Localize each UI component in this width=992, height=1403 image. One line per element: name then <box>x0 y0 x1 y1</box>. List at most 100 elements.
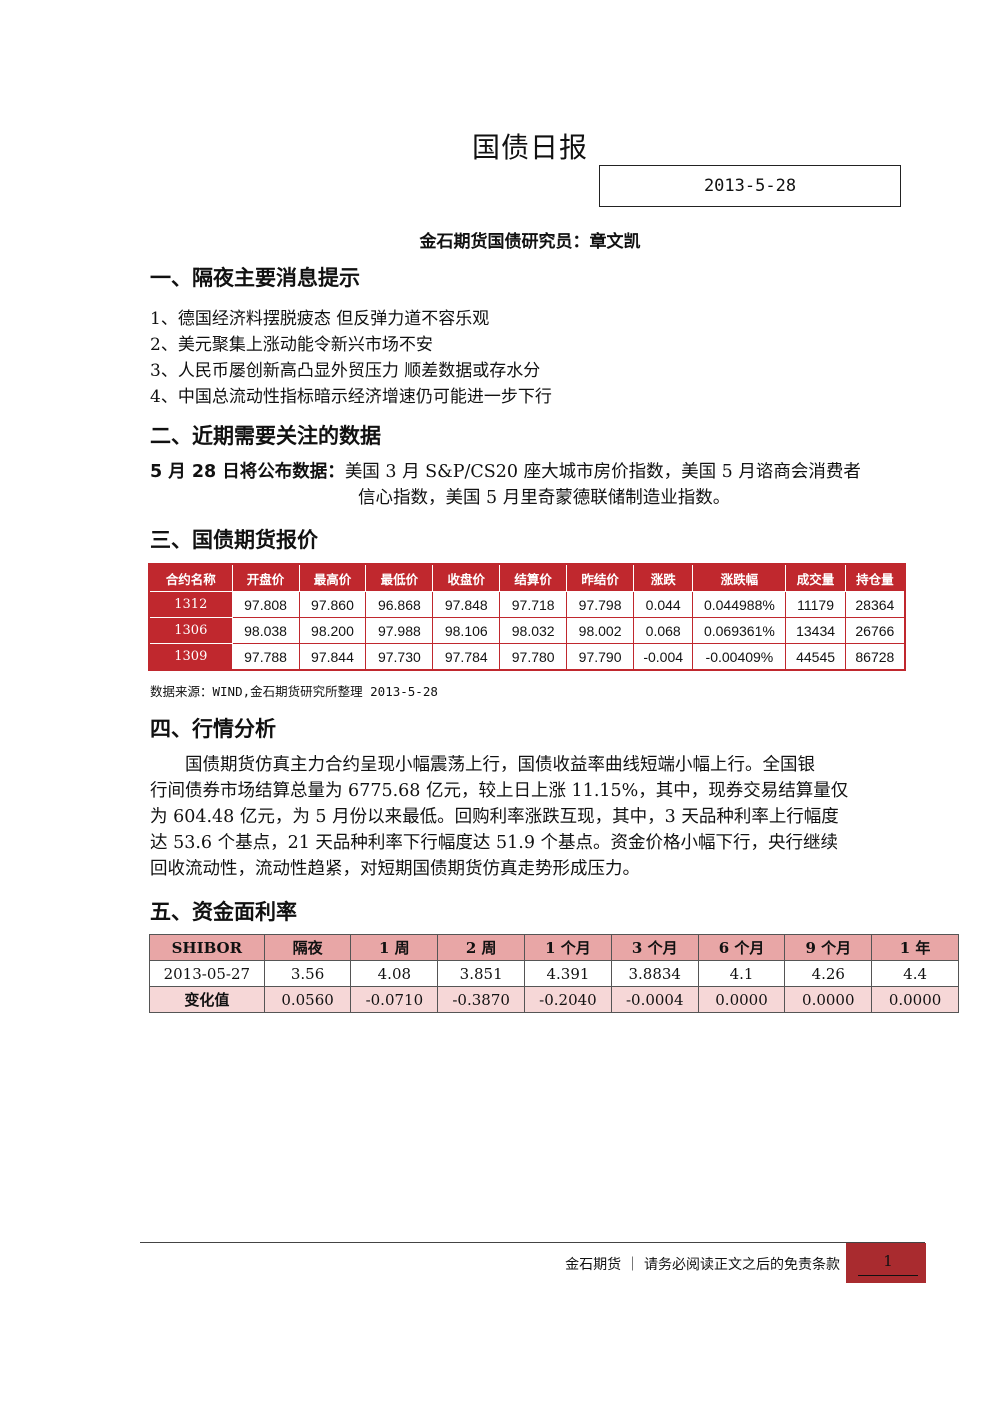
shibor-rate-table: SHIBOR 隔夜 1 周 2 周 1 个月 3 个月 6 个月 9 个月 1 … <box>149 934 959 1013</box>
futures-col-header: 持仓量 <box>844 563 906 592</box>
rates-col-header: 隔夜 <box>263 934 352 961</box>
page-number-underline <box>858 1275 918 1276</box>
footer-disclaimer: 金石期货 ｜ 请务必阅读正文之后的免责条款 <box>565 1257 840 1273</box>
table-cell: 97.784 <box>432 643 501 671</box>
table-cell: -0.00409% <box>692 643 787 671</box>
table-cell: 4.08 <box>350 960 439 987</box>
data-source-note: 数据来源：WIND,金石期货研究所整理 2013-5-28 <box>150 684 438 699</box>
upcoming-data-lead: 5 月 28 日将公布数据： <box>150 462 345 482</box>
page-number: 1 <box>883 1252 893 1270</box>
futures-col-header: 涨跌 <box>633 563 694 592</box>
table-cell: 44545 <box>785 643 846 671</box>
table-cell: -0.004 <box>633 643 694 671</box>
table-cell: 3.851 <box>437 960 526 987</box>
rates-col-header: 1 年 <box>871 934 959 961</box>
table-row: 变化值 0.0560 -0.0710 -0.3870 -0.2040 -0.00… <box>149 986 959 1013</box>
table-row: 1312 97.808 97.860 96.868 97.848 97.718 … <box>148 591 906 618</box>
futures-col-header: 开盘价 <box>231 563 300 592</box>
upcoming-data-line2: 信心指数，美国 5 月里奇蒙德联储制造业指数。 <box>358 488 731 508</box>
rates-col-header: 1 周 <box>350 934 439 961</box>
table-cell: 97.848 <box>432 591 501 618</box>
table-cell: 97.730 <box>365 643 434 671</box>
futures-col-header: 最高价 <box>298 563 367 592</box>
news-item: 4、中国总流动性指标暗示经济增速仍可能进一步下行 <box>150 387 552 407</box>
table-cell: 98.106 <box>432 617 501 644</box>
page-title: 国债日报 <box>471 131 588 164</box>
rates-col-header: 2 周 <box>437 934 526 961</box>
rates-col-header: 9 个月 <box>784 934 873 961</box>
futures-quote-table: 合约名称 开盘价 最高价 最低价 收盘价 结算价 昨结价 涨跌 涨跌幅 成交量 … <box>148 563 906 671</box>
table-cell: 97.788 <box>231 643 300 671</box>
futures-header-row: 合约名称 开盘价 最高价 最低价 收盘价 结算价 昨结价 涨跌 涨跌幅 成交量 … <box>148 563 906 592</box>
analysis-line: 行间债券市场结算总量为 6775.68 亿元，较上日上涨 11.15%，其中，现… <box>150 781 849 801</box>
table-row: 1309 97.788 97.844 97.730 97.784 97.780 … <box>148 643 906 671</box>
analysis-line: 国债期货仿真主力合约呈现小幅震荡上行，国债收益率曲线短端小幅上行。全国银 <box>150 755 815 775</box>
page-number-box <box>846 1243 926 1283</box>
rates-col-header: SHIBOR <box>149 934 265 961</box>
table-cell: 97.780 <box>499 643 568 671</box>
table-cell: 0.044 <box>633 591 694 618</box>
rates-col-header: 6 个月 <box>697 934 786 961</box>
news-item: 2、美元聚集上涨动能令新兴市场不安 <box>150 335 433 355</box>
futures-col-header: 结算价 <box>499 563 568 592</box>
futures-col-header: 涨跌幅 <box>692 563 787 592</box>
contract-cell: 1309 <box>148 643 233 671</box>
table-cell: 0.069361% <box>692 617 787 644</box>
table-cell: 98.200 <box>298 617 367 644</box>
futures-col-header: 昨结价 <box>566 563 635 592</box>
table-cell: 4.26 <box>784 960 873 987</box>
futures-col-header: 最低价 <box>365 563 434 592</box>
table-cell: 97.798 <box>566 591 635 618</box>
table-cell: 3.8834 <box>610 960 699 987</box>
table-cell: 96.868 <box>365 591 434 618</box>
table-cell: 3.56 <box>263 960 352 987</box>
section-heading-analysis: 四、行情分析 <box>150 717 276 741</box>
table-cell: 86728 <box>844 643 906 671</box>
table-cell: 26766 <box>844 617 906 644</box>
rates-col-header: 3 个月 <box>610 934 699 961</box>
table-cell: 97.988 <box>365 617 434 644</box>
report-author: 金石期货国债研究员：章文凯 <box>419 232 641 252</box>
table-cell: 97.808 <box>231 591 300 618</box>
contract-cell: 1306 <box>148 617 233 644</box>
table-cell: 0.0000 <box>871 986 959 1013</box>
rate-date-cell: 2013-05-27 <box>149 960 265 987</box>
analysis-line: 回收流动性，流动性趋紧，对短期国债期货仿真走势形成压力。 <box>150 859 640 879</box>
table-cell: 97.790 <box>566 643 635 671</box>
news-item: 3、人民币屡创新高凸显外贸压力 顺差数据或存水分 <box>150 361 541 381</box>
table-cell: 98.002 <box>566 617 635 644</box>
contract-cell: 1312 <box>148 591 233 618</box>
table-cell: 98.032 <box>499 617 568 644</box>
analysis-line: 为 604.48 亿元，为 5 月份以来最低。回购利率涨跌互现，其中，3 天品种… <box>150 807 839 827</box>
table-cell: 0.0000 <box>697 986 786 1013</box>
news-item: 1、德国经济料摆脱疲态 但反弹力道不容乐观 <box>150 309 490 329</box>
report-date: 2013-5-28 <box>599 165 901 207</box>
upcoming-data-line: 5 月 28 日将公布数据：美国 3 月 S&P/CS20 座大城市房价指数，美… <box>150 459 910 485</box>
table-cell: -0.3870 <box>437 986 526 1013</box>
table-cell: 4.4 <box>871 960 959 987</box>
table-cell: 13434 <box>785 617 846 644</box>
table-cell: 4.391 <box>524 960 612 987</box>
table-cell: -0.0710 <box>350 986 439 1013</box>
table-cell: 98.038 <box>231 617 300 644</box>
section-heading-rates: 五、资金面利率 <box>150 900 297 924</box>
footer-divider <box>140 1242 925 1243</box>
rates-col-header: 1 个月 <box>524 934 612 961</box>
table-cell: 0.0000 <box>784 986 873 1013</box>
section-heading-data: 二、近期需要关注的数据 <box>150 424 381 448</box>
table-row: 2013-05-27 3.56 4.08 3.851 4.391 3.8834 … <box>149 960 959 987</box>
table-cell: 11179 <box>785 591 846 618</box>
rates-header-row: SHIBOR 隔夜 1 周 2 周 1 个月 3 个月 6 个月 9 个月 1 … <box>149 934 959 961</box>
table-cell: 97.860 <box>298 591 367 618</box>
upcoming-data-text: 美国 3 月 S&P/CS20 座大城市房价指数，美国 5 月谘商会消费者 <box>344 462 861 482</box>
table-cell: 97.718 <box>499 591 568 618</box>
table-cell: 0.068 <box>633 617 694 644</box>
table-cell: -0.2040 <box>524 986 612 1013</box>
table-row: 1306 98.038 98.200 97.988 98.106 98.032 … <box>148 617 906 644</box>
table-cell: 4.1 <box>697 960 786 987</box>
futures-col-header: 合约名称 <box>148 563 233 592</box>
table-cell: 28364 <box>844 591 906 618</box>
analysis-line: 达 53.6 个基点，21 天品种利率下行幅度达 51.9 个基点。资金价格小幅… <box>150 833 839 853</box>
table-cell: 0.044988% <box>692 591 787 618</box>
table-cell: 0.0560 <box>263 986 352 1013</box>
